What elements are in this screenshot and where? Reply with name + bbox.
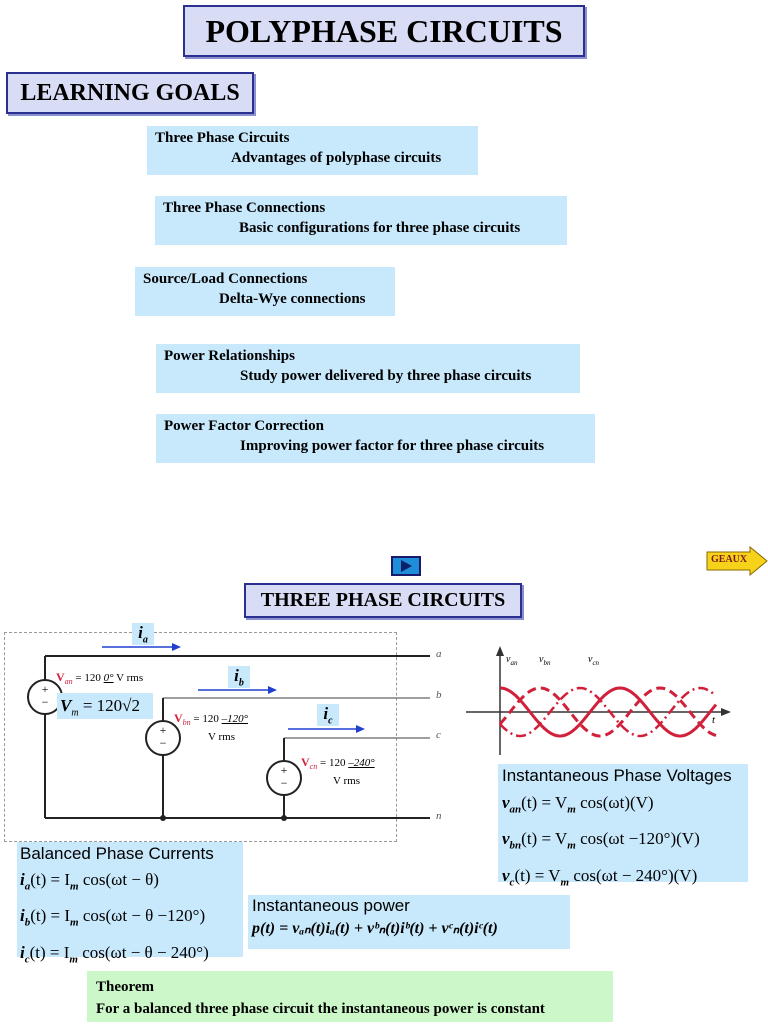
goal-title: Three Phase Connections: [163, 200, 326, 216]
goal-title: Power Factor Correction: [164, 418, 324, 434]
theorem-box: Theorem For a balanced three phase circu…: [87, 971, 613, 1022]
phase-voltages-heading: Instantaneous Phase Voltages: [502, 766, 732, 785]
page-title-text: POLYPHASE CIRCUITS: [205, 13, 563, 49]
goal-power-relationships[interactable]: Power Relationships Study power delivere…: [156, 344, 580, 393]
current-label-ib: ib: [228, 666, 250, 688]
section-title: THREE PHASE CIRCUITS: [244, 583, 522, 618]
geaux-arrow-icon: [706, 546, 768, 576]
learning-goals-heading: LEARNING GOALS: [6, 72, 254, 114]
geaux-button[interactable]: GEAUX: [706, 546, 768, 576]
current-label-ia: ia: [132, 623, 154, 645]
phase-voltages-box: Instantaneous Phase Voltages van(t) = Vm…: [498, 764, 748, 888]
circuit-diagram: [4, 632, 397, 842]
current-eq-c: ic(t) = Im cos(ωt − θ − 240°): [20, 942, 209, 966]
current-label-ic: ic: [317, 704, 339, 726]
line-label-c: c: [436, 729, 441, 741]
circuit-wiring: [27, 643, 430, 821]
goal-title: Power Relationships: [164, 348, 295, 364]
play-icon: [401, 560, 412, 572]
voltage-eq-bn: vbn(t) = Vm cos(ωt −120°)(V): [502, 829, 700, 852]
current-eq-a: ia(t) = Im cos(ωt − θ): [20, 870, 159, 893]
phase-currents-heading: Balanced Phase Currents: [20, 844, 214, 863]
wave-label-vbn: vbn: [539, 654, 551, 667]
play-button[interactable]: [391, 556, 421, 576]
theorem-title: Theorem: [96, 979, 155, 995]
goal-title: Three Phase Circuits: [155, 130, 290, 146]
learning-goals-text: LEARNING GOALS: [20, 80, 240, 106]
goal-subtitle: Delta-Wye connections: [219, 291, 366, 307]
source-label-vcn: Vcn = 120 –240° V rms: [301, 755, 375, 788]
line-label-b: b: [436, 689, 442, 701]
source-c-polarity: +−: [280, 763, 288, 790]
goal-subtitle: Improving power factor for three phase c…: [240, 438, 545, 454]
instantaneous-power-box: Instantaneous power p(t) = vₐₙ(t)iₐ(t) +…: [248, 895, 570, 949]
line-label-a: a: [436, 648, 442, 660]
goal-subtitle: Basic configurations for three phase cir…: [239, 220, 521, 236]
source-b-polarity: +−: [159, 723, 167, 750]
instantaneous-power-heading: Instantaneous power: [252, 896, 410, 915]
instantaneous-power-equation: p(t) = vₐₙ(t)iₐ(t) + vᵇₙ(t)iᵇ(t) + vᶜₙ(t…: [252, 920, 498, 937]
source-a-polarity: +−: [41, 682, 49, 709]
wave-label-vcn: vcn: [588, 654, 600, 667]
line-label-n: n: [436, 810, 442, 822]
phase-voltage-waveform: [466, 646, 731, 755]
wave-label-t: t: [712, 714, 716, 726]
theorem-text: For a balanced three phase circuit the i…: [96, 1001, 545, 1017]
wave-label-van: van: [506, 654, 518, 667]
goal-three-phase-circuits[interactable]: Three Phase Circuits Advantages of polyp…: [147, 126, 478, 175]
source-label-vbn: Vbn = 120 –120° V rms: [174, 711, 249, 744]
voltage-eq-an: van(t) = Vm cos(ωt)(V): [502, 793, 654, 816]
goal-three-phase-connections[interactable]: Three Phase Connections Basic configurat…: [155, 196, 567, 245]
goal-subtitle: Advantages of polyphase circuits: [231, 150, 442, 166]
phase-currents-box: Balanced Phase Currents ia(t) = Im cos(ω…: [17, 842, 243, 965]
vm-equation: Vm = 120√2: [57, 693, 153, 719]
goal-power-factor-correction[interactable]: Power Factor Correction Improving power …: [156, 414, 595, 463]
section-title-text: THREE PHASE CIRCUITS: [260, 589, 506, 611]
goal-title: Source/Load Connections: [143, 271, 308, 287]
source-label-van: Van = 120 0° V rms: [56, 670, 144, 687]
goal-source-load-connections[interactable]: Source/Load Connections Delta-Wye connec…: [135, 267, 395, 316]
current-eq-b: ib(t) = Im cos(ωt − θ −120°): [20, 906, 206, 929]
geaux-label: GEAUX: [711, 554, 748, 565]
page-title: POLYPHASE CIRCUITS: [183, 5, 585, 57]
goal-subtitle: Study power delivered by three phase cir…: [240, 368, 532, 384]
voltage-eq-c: vc(t) = Vm cos(ωt − 240°)(V): [502, 865, 698, 889]
